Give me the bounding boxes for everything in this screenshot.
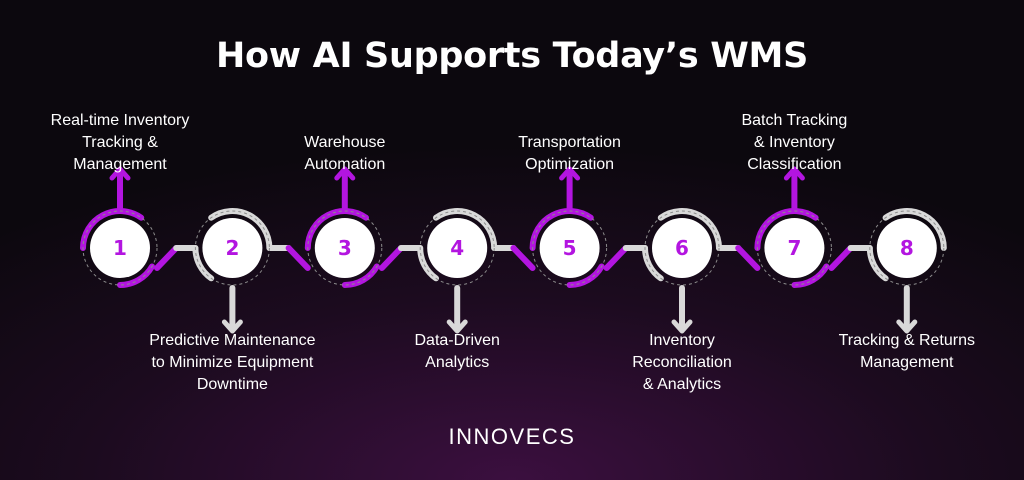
up-arrow-icon bbox=[334, 166, 356, 181]
step-label-2: Predictive Maintenance to Minimize Equip… bbox=[149, 332, 316, 393]
step-number-3: 3 bbox=[338, 236, 352, 260]
innovecs-logo: INNOVECS bbox=[448, 424, 576, 449]
down-arrow-icon bbox=[221, 319, 243, 334]
down-arrow-icon bbox=[671, 319, 693, 334]
step-number-7: 7 bbox=[787, 236, 801, 260]
connectors bbox=[80, 166, 947, 334]
step-number-1: 1 bbox=[113, 236, 127, 260]
step-label-1: Real-time Inventory Tracking & Managemen… bbox=[50, 112, 190, 173]
step-nodes: 1 2 3 4 5 6 7 8 bbox=[82, 210, 945, 286]
step-ring-6 bbox=[644, 210, 720, 286]
connector-2-b bbox=[285, 245, 311, 271]
step-label-4: Data-Driven Analytics bbox=[414, 332, 500, 371]
step-number-4: 4 bbox=[450, 236, 464, 260]
step-label-8: Tracking & Returns Management bbox=[838, 332, 975, 371]
page-title: How AI Supports Today’s WMS bbox=[216, 36, 808, 76]
step-node-8 bbox=[876, 218, 937, 278]
connector-6-b bbox=[735, 245, 761, 271]
step-ring-7 bbox=[756, 210, 832, 286]
step-node-4 bbox=[427, 218, 488, 278]
step-label-6: Inventory Reconciliation & Analytics bbox=[632, 332, 732, 393]
down-arrow-icon bbox=[896, 319, 918, 334]
up-arrow-icon bbox=[559, 166, 581, 181]
connector-1-a bbox=[154, 245, 180, 271]
step-node-5 bbox=[539, 218, 600, 278]
step-ring-3 bbox=[307, 210, 383, 286]
step-node-2 bbox=[202, 218, 263, 278]
step-node-3 bbox=[314, 218, 375, 278]
step-ring-5 bbox=[532, 210, 608, 286]
connector-7-a bbox=[828, 245, 854, 271]
step-arc-8-upper bbox=[882, 208, 947, 251]
step-label-7: Batch Tracking & Inventory Classificatio… bbox=[741, 112, 848, 173]
step-number-2: 2 bbox=[225, 236, 239, 260]
step-number-8: 8 bbox=[900, 236, 914, 260]
up-arrow-icon bbox=[109, 166, 131, 181]
step-node-7 bbox=[764, 218, 825, 278]
step-arc-2-upper bbox=[208, 208, 273, 251]
step-arc-6-upper bbox=[657, 208, 722, 251]
step-label-3: Warehouse Automation bbox=[304, 134, 386, 173]
step-label-5: Transportation Optimization bbox=[518, 134, 621, 173]
step-number-6: 6 bbox=[675, 236, 689, 260]
step-ring-1 bbox=[82, 210, 158, 286]
up-arrow-icon bbox=[783, 166, 805, 181]
connector-4-b bbox=[510, 245, 536, 271]
connector-3-a bbox=[378, 245, 404, 271]
step-ring-4 bbox=[419, 210, 495, 286]
step-ring-8 bbox=[869, 210, 945, 286]
step-ring-2 bbox=[194, 210, 270, 286]
step-number-5: 5 bbox=[563, 236, 577, 260]
step-arc-4-upper bbox=[433, 208, 498, 251]
down-arrow-icon bbox=[446, 319, 468, 334]
step-node-6 bbox=[652, 218, 712, 278]
step-node-1 bbox=[90, 218, 150, 278]
connector-5-a bbox=[603, 245, 629, 271]
